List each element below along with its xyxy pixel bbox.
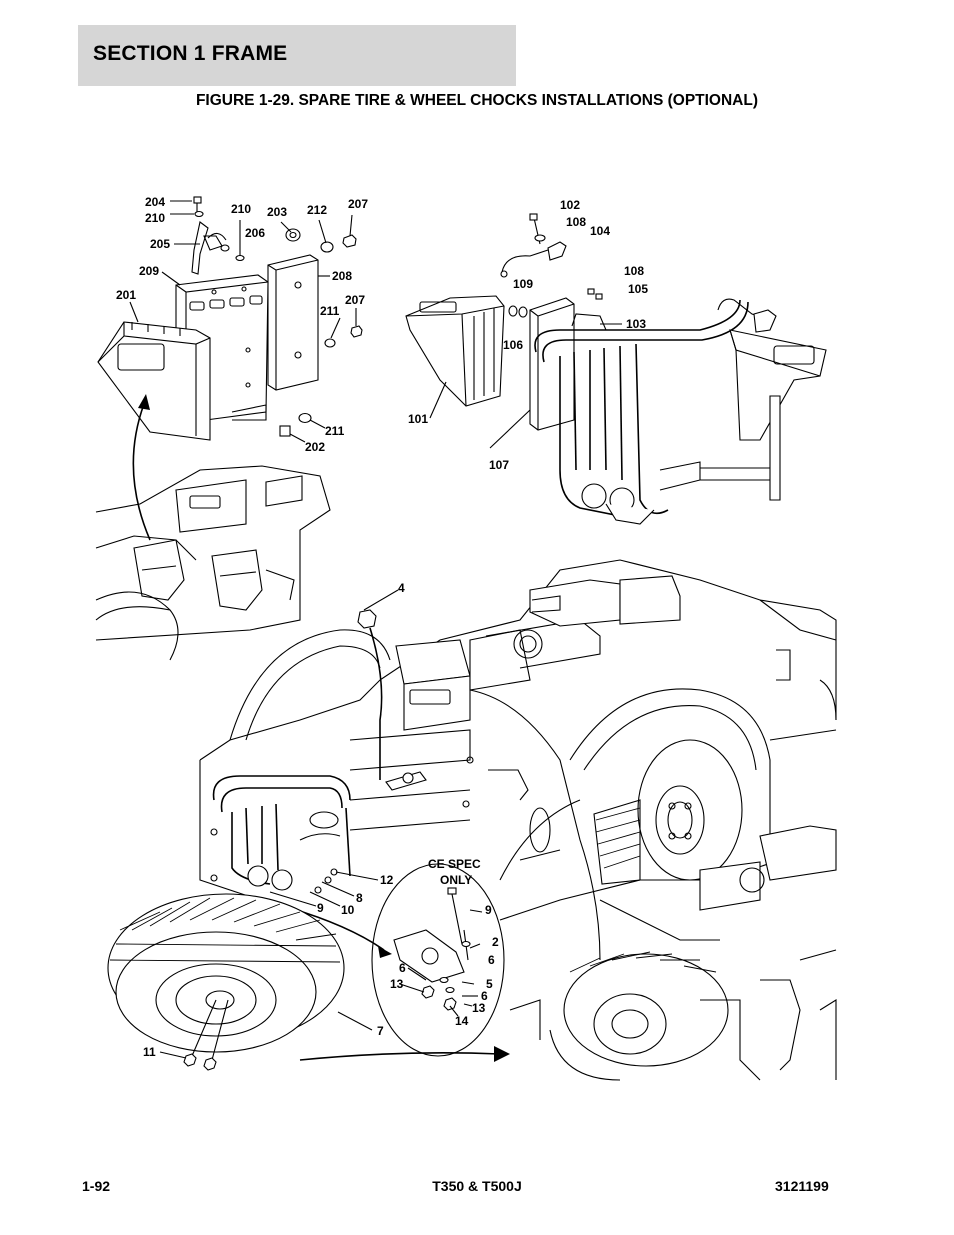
callout-209: 209: [139, 264, 159, 278]
callout-109: 109: [513, 277, 533, 291]
wheel-chock-bracket-exploded: [97, 196, 363, 541]
callout-9: 9: [317, 901, 324, 915]
callout-208: 208: [332, 269, 352, 283]
callout-105: 105: [628, 282, 648, 296]
callout-6: 6: [488, 953, 495, 967]
callout-104: 104: [590, 224, 610, 238]
callout-201: 201: [116, 288, 136, 302]
model-name: T350 & T500J: [432, 1178, 522, 1194]
callout-211: 211: [320, 304, 340, 318]
callout-4: 4: [398, 581, 405, 595]
ce-spec-label: CE SPEC: [428, 857, 481, 871]
callout-207: 207: [348, 197, 368, 211]
spare-tire-carrier-exploded: [405, 213, 827, 525]
callout-10: 10: [341, 903, 355, 917]
callout-203: 203: [267, 205, 287, 219]
callout-11: 11: [143, 1045, 156, 1059]
callout-2: 2: [492, 935, 499, 949]
callout-12: 12: [380, 873, 394, 887]
frame-assembly: [95, 465, 837, 1081]
callout-14: 14: [455, 1014, 469, 1028]
callout-6: 6: [481, 989, 488, 1003]
callout-108: 108: [624, 264, 644, 278]
callout-211: 211: [325, 424, 345, 438]
callout-207: 207: [345, 293, 365, 307]
callout-212: 212: [307, 203, 327, 217]
callout-labels: 204 210 210 203 212 207 205 206 209 208 …: [116, 195, 648, 1059]
callout-107: 107: [489, 458, 509, 472]
document-number: 3121199: [775, 1178, 829, 1194]
callout-5: 5: [486, 977, 493, 991]
callout-210: 210: [231, 202, 251, 216]
callout-7: 7: [377, 1024, 384, 1038]
callout-13: 13: [472, 1001, 486, 1015]
figure-title: FIGURE 1-29. SPARE TIRE & WHEEL CHOCKS I…: [195, 92, 759, 109]
callout-108: 108: [566, 215, 586, 229]
callout-210: 210: [145, 211, 165, 225]
callout-106: 106: [503, 338, 523, 352]
callout-9: 9: [485, 903, 492, 917]
callout-8: 8: [356, 891, 363, 905]
page-number: 1-92: [82, 1178, 111, 1194]
section-title: SECTION 1 FRAME: [93, 42, 288, 65]
callout-202: 202: [305, 440, 325, 454]
section-header: SECTION 1 FRAME: [78, 25, 516, 86]
callout-205: 205: [150, 237, 170, 251]
callout-102: 102: [560, 198, 580, 212]
callout-13: 13: [390, 977, 404, 991]
callout-101: 101: [408, 412, 428, 426]
callout-6: 6: [399, 961, 406, 975]
callout-204: 204: [145, 195, 165, 209]
callout-206: 206: [245, 226, 265, 240]
ce-only-label: ONLY: [440, 873, 472, 887]
callout-103: 103: [626, 317, 646, 331]
